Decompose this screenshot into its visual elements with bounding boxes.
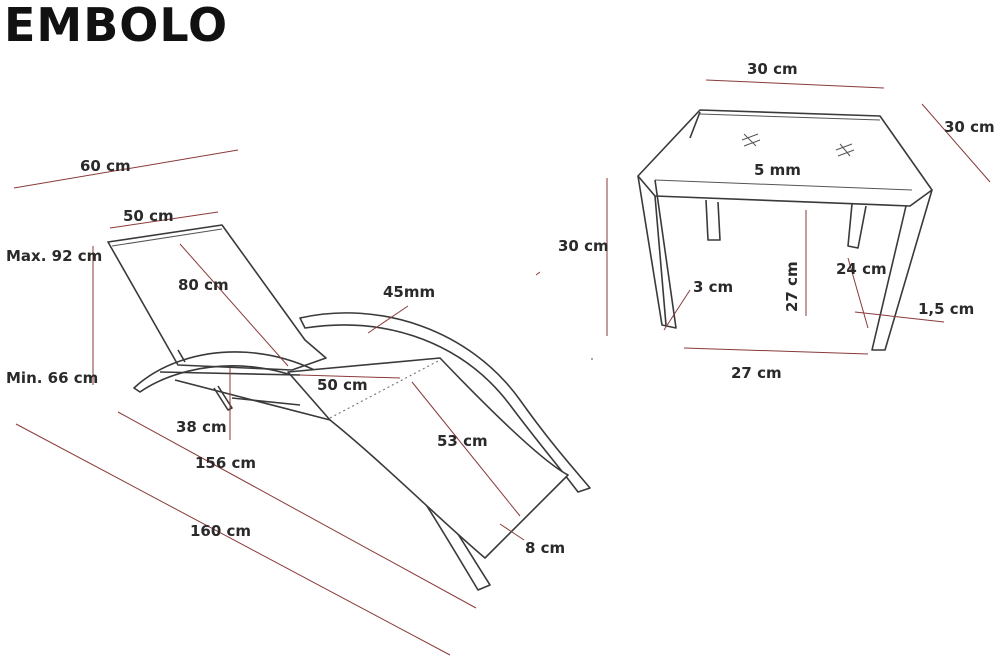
label-table-leg-width: 3 cm (693, 278, 733, 296)
label-table-inner-height: 27 cm (783, 261, 801, 312)
label-table-glass: 5 mm (754, 161, 801, 179)
label-table-leg-inner: 24 cm (836, 260, 887, 278)
label-table-top-width: 30 cm (747, 60, 798, 78)
label-leg-height: 38 cm (176, 418, 227, 436)
sun-lounger-drawing (107, 224, 591, 591)
side-table-drawing (637, 109, 933, 351)
label-foot-height: 8 cm (525, 539, 565, 557)
label-seat-width: 50 cm (317, 376, 368, 394)
label-table-leg-thickness: 1,5 cm (918, 300, 974, 318)
label-height-min: Min. 66 cm (6, 369, 98, 387)
label-height-max: Max. 92 cm (6, 247, 102, 265)
label-table-top-depth: 30 cm (944, 118, 995, 136)
label-length-inner: 156 cm (195, 454, 256, 472)
label-backrest-length: 80 cm (178, 276, 229, 294)
label-length-total: 160 cm (190, 522, 251, 540)
label-table-inner-width: 27 cm (731, 364, 782, 382)
table-dimension-lines (535, 79, 991, 360)
label-seat-length: 53 cm (437, 432, 488, 450)
page-title: EMBOLO (4, 0, 229, 52)
label-table-height: 30 cm (558, 237, 609, 255)
label-width-total: 60 cm (80, 157, 131, 175)
label-width-seat: 50 cm (123, 207, 174, 225)
dimension-labels: 60 cm 50 cm Max. 92 cm Min. 66 cm 80 cm … (6, 60, 995, 557)
lounger-dimension-lines (13, 149, 525, 656)
label-tube: 45mm (383, 283, 435, 301)
